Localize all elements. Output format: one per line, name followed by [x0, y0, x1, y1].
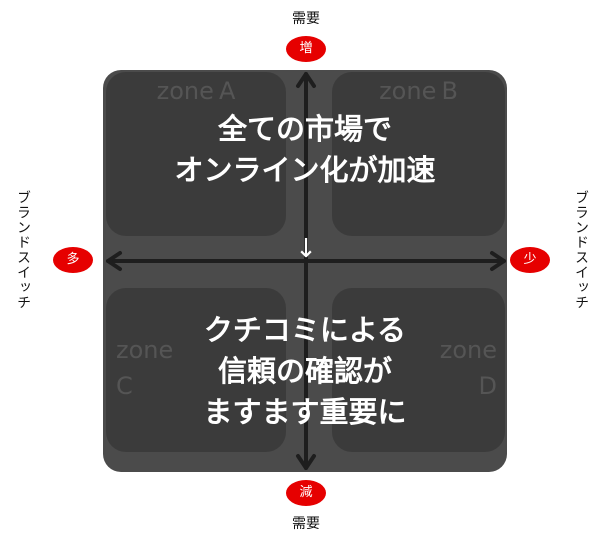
zone-a-tile: zone A	[106, 72, 286, 236]
increase-badge: 増	[286, 36, 326, 62]
zone-a-word: zone	[156, 77, 214, 105]
zone-c-tile: zone C	[106, 288, 286, 452]
many-badge: 多	[53, 247, 93, 273]
demand-top-label: 需要	[292, 11, 320, 27]
top-message-line2: オンライン化が加速	[174, 153, 436, 187]
zone-c-letter: C	[116, 372, 133, 400]
zone-a-label: zone A	[106, 75, 286, 107]
zone-a-letter: A	[218, 77, 236, 105]
bottom-message-line1: クチコミによる	[203, 313, 407, 347]
zone-d-label: zone D	[417, 332, 497, 404]
zone-b-tile: zone B	[332, 72, 505, 236]
zone-b-word: zone	[379, 77, 437, 105]
bottom-message-line2: 信頼の確認が	[217, 354, 392, 388]
top-message: 全ての市場で オンライン化が加速	[103, 109, 507, 191]
brand-switch-right-label: ブランドスイッチ	[573, 190, 589, 310]
zone-d-tile: zone D	[332, 288, 505, 452]
zone-d-word: zone	[439, 336, 497, 364]
zone-b-label: zone B	[332, 75, 505, 107]
zone-b-letter: B	[441, 77, 458, 105]
transition-arrow-icon: ↓	[295, 234, 317, 264]
decrease-badge: 減	[286, 480, 326, 506]
zone-c-label: zone C	[116, 332, 196, 404]
down-arrowhead	[296, 454, 316, 470]
brand-switch-left-label: ブランドスイッチ	[15, 190, 31, 310]
top-message-line1: 全ての市場で	[217, 112, 392, 146]
demand-bottom-label: 需要	[292, 516, 320, 532]
few-badge: 少	[510, 247, 550, 273]
bottom-message-line3: ますます重要に	[203, 395, 407, 429]
bottom-message: クチコミによる 信頼の確認が ますます重要に	[103, 310, 507, 433]
zone-c-word: zone	[116, 336, 174, 364]
up-arrowhead	[296, 72, 316, 88]
left-arrowhead	[106, 251, 122, 271]
right-arrowhead	[490, 251, 506, 271]
zone-d-letter: D	[478, 372, 497, 400]
